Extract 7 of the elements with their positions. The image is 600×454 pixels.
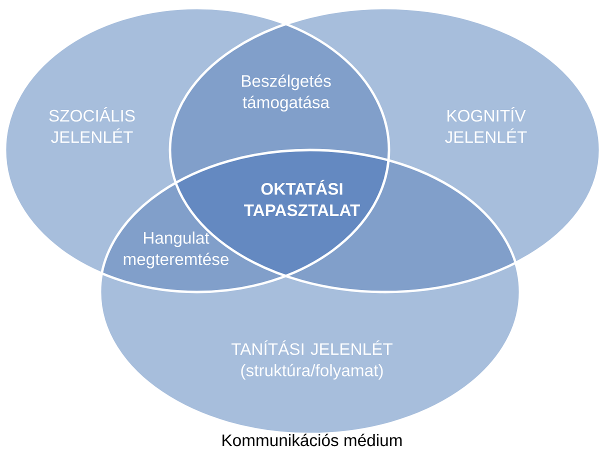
overlap-label: Beszélgetés támogatása: [242, 74, 331, 112]
overlap-label: OKTATÁSI TAPASZTALAT: [244, 180, 360, 216]
overlap-label: Hangulat megteremtése: [124, 232, 229, 268]
circle-label: TANÍTÁSI JELENLÉT (struktúra/folyamat): [232, 340, 392, 380]
circle-label: SZOCIÁLIS JELENLÉT: [49, 107, 135, 143]
caption: Kommunikációs médium: [222, 434, 402, 446]
circle-label: KOGNITÍV JELENLÉT: [445, 107, 527, 143]
